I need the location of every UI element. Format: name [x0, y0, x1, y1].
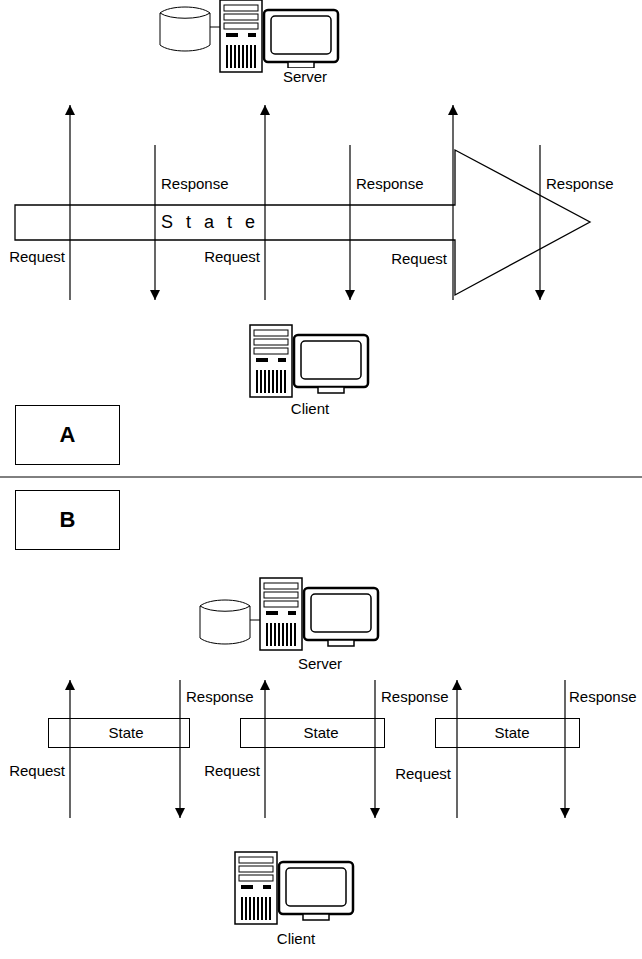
request-arrow [452, 105, 453, 300]
request-label: Request [8, 248, 66, 265]
request-label: Request [203, 248, 261, 265]
computer-symbol [250, 325, 368, 397]
response-label: Response [380, 688, 450, 705]
panel-letter-box: B [15, 490, 120, 550]
request-arrow [456, 680, 457, 818]
request-label: Request [203, 762, 261, 779]
cable [250, 620, 260, 621]
panel-letter-box-text: B [60, 507, 76, 532]
state-box-text: State [494, 724, 529, 741]
request-label: Request [8, 762, 66, 779]
request-arrow [69, 680, 70, 818]
response-label: Response [545, 175, 615, 192]
band-arrow-path [15, 150, 590, 295]
response-arrow [539, 145, 540, 300]
response-arrow [349, 145, 350, 300]
database-symbol [160, 7, 210, 51]
computer-symbol [235, 852, 353, 924]
message-arrows [70, 105, 540, 300]
cable [210, 27, 220, 28]
request-label: Request [394, 765, 452, 782]
response-arrow [154, 145, 155, 300]
client-label: Client [290, 400, 330, 417]
state-box-text: State [108, 724, 143, 741]
server-illustration [200, 578, 378, 650]
request-arrow [264, 680, 265, 818]
client-label: Client [276, 930, 316, 947]
response-arrow [564, 680, 565, 818]
state-box: State [435, 718, 580, 748]
request-arrow [69, 105, 70, 300]
response-label: Response [355, 175, 425, 192]
response-label: Response [185, 688, 255, 705]
response-arrow [179, 680, 180, 818]
database-symbol [200, 600, 250, 644]
computer-symbol [260, 578, 378, 650]
message-arrows [70, 680, 565, 818]
separator-line [0, 477, 642, 478]
panel-letter-box-text: A [60, 422, 76, 447]
state-band-arrow-text: S t a t e [159, 212, 261, 233]
server-label: Server [282, 68, 328, 85]
panel-letter-box: A [15, 405, 120, 465]
server-illustration [160, 0, 338, 72]
state-box: State [48, 718, 190, 748]
computer-symbol [220, 0, 338, 72]
request-arrow [264, 105, 265, 300]
request-label: Request [390, 250, 448, 267]
server-label: Server [297, 655, 343, 672]
state-box: State [240, 718, 385, 748]
state-band-arrow: S t a t e [15, 125, 600, 305]
response-label: Response [568, 688, 638, 705]
response-arrow [374, 680, 375, 818]
state-box-text: State [303, 724, 338, 741]
response-label: Response [160, 175, 230, 192]
band-arrow-outline [15, 125, 600, 305]
